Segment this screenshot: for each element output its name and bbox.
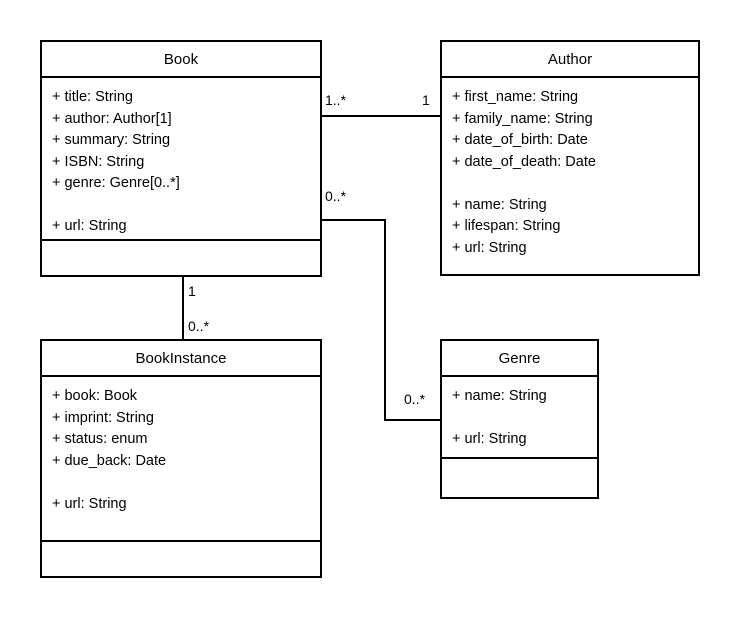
uml-class-genre[interactable]: Genre + name: String + url: String bbox=[440, 339, 599, 499]
association-line-book-genre-lower[interactable] bbox=[384, 419, 440, 421]
uml-attribute: + title: String bbox=[52, 89, 133, 105]
uml-operations-genre bbox=[442, 459, 597, 497]
multiplicity-book-bookinstance-target: 0..* bbox=[188, 318, 210, 334]
uml-attribute-spacer bbox=[52, 195, 310, 217]
uml-attribute: + imprint: String bbox=[52, 409, 154, 426]
uml-attribute: + first_name: String bbox=[452, 89, 579, 105]
uml-attribute: + due_back: Date bbox=[52, 452, 167, 469]
uml-attributes-bookinstance: + book: Book + imprint: String + status:… bbox=[42, 377, 320, 542]
uml-attribute: + author: Author[1] bbox=[52, 110, 172, 127]
uml-attribute: + url: String bbox=[52, 218, 127, 234]
uml-attribute: + ISBN: String bbox=[52, 153, 145, 170]
uml-operations-bookinstance bbox=[42, 542, 320, 576]
uml-attribute: + url: String bbox=[52, 495, 127, 512]
uml-attributes-author: + first_name: String + family_name: Stri… bbox=[442, 78, 698, 274]
multiplicity-book-author-target: 1 bbox=[422, 92, 430, 108]
uml-attribute: + name: String bbox=[452, 388, 547, 404]
uml-class-author[interactable]: Author + first_name: String + family_nam… bbox=[440, 40, 700, 276]
uml-attribute: + url: String bbox=[452, 431, 527, 447]
uml-class-bookinstance[interactable]: BookInstance + book: Book + imprint: Str… bbox=[40, 339, 322, 578]
uml-class-name-book: Book bbox=[42, 42, 320, 78]
uml-attribute: + lifespan: String bbox=[452, 218, 561, 234]
uml-attribute: + status: enum bbox=[52, 431, 148, 447]
uml-attribute-spacer bbox=[452, 408, 587, 430]
multiplicity-book-author-source: 1..* bbox=[325, 92, 347, 108]
uml-class-book[interactable]: Book + title: String + author: Author[1]… bbox=[40, 40, 322, 277]
association-line-book-genre-upper[interactable] bbox=[322, 219, 386, 221]
uml-attribute: + date_of_death: Date bbox=[452, 153, 596, 170]
multiplicity-book-bookinstance-source: 1 bbox=[188, 283, 196, 299]
uml-attribute: + genre: Genre[0..*] bbox=[52, 175, 180, 191]
uml-attribute-spacer bbox=[52, 472, 310, 494]
uml-attribute: + family_name: String bbox=[452, 110, 593, 127]
uml-attribute: + summary: String bbox=[52, 132, 171, 148]
uml-attributes-genre: + name: String + url: String bbox=[442, 377, 597, 459]
uml-attributes-book: + title: String + author: Author[1] + su… bbox=[42, 78, 320, 241]
uml-class-name-genre: Genre bbox=[442, 341, 597, 377]
association-line-book-genre-vertical[interactable] bbox=[384, 219, 386, 421]
uml-attribute-spacer bbox=[452, 173, 688, 195]
uml-attribute: + url: String bbox=[452, 239, 527, 256]
uml-attribute: + date_of_birth: Date bbox=[452, 132, 588, 148]
multiplicity-book-genre-source: 0..* bbox=[325, 188, 347, 204]
uml-class-name-author: Author bbox=[442, 42, 698, 78]
association-line-book-bookinstance[interactable] bbox=[182, 277, 184, 339]
uml-operations-book bbox=[42, 241, 320, 275]
uml-class-name-bookinstance: BookInstance bbox=[42, 341, 320, 377]
uml-attribute: + name: String bbox=[452, 196, 547, 213]
uml-attribute: + book: Book bbox=[52, 388, 138, 404]
multiplicity-book-genre-target: 0..* bbox=[404, 391, 426, 407]
association-line-book-author[interactable] bbox=[322, 115, 440, 117]
